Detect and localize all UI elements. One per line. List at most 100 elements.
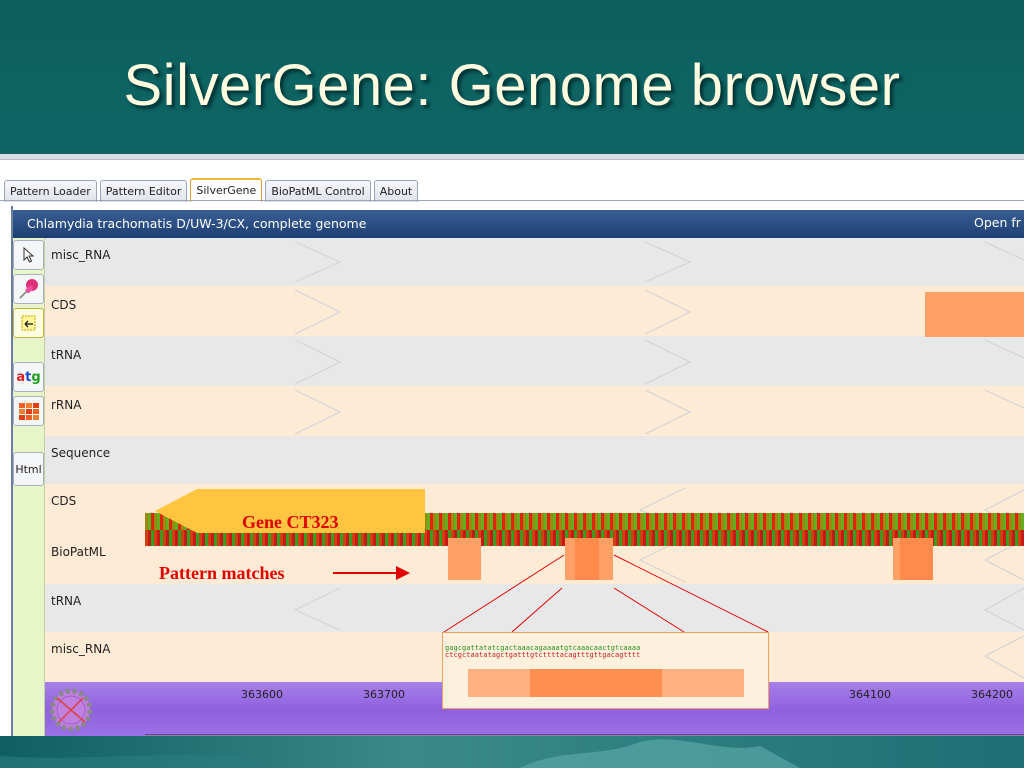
sequence-base-stripe (589, 513, 592, 530)
sequence-base-stripe (850, 513, 853, 530)
track-trna-bottom: tRNA (45, 584, 1024, 632)
sequence-grid-tool-button[interactable] (13, 396, 44, 426)
sequence-base-stripe (943, 530, 946, 546)
sequence-base-stripe (676, 513, 679, 530)
sequence-base-stripe (700, 513, 703, 530)
sequence-base-stripe (988, 513, 991, 530)
sequence-base-stripe (1015, 513, 1018, 530)
sequence-base-stripe (928, 513, 931, 530)
sequence-base-stripe (841, 513, 844, 530)
sequence-base-stripe (274, 530, 277, 546)
sequence-base-stripe (832, 530, 835, 546)
sequence-base-stripe (955, 530, 958, 546)
sequence-base-stripe (667, 530, 670, 546)
sequence-base-stripe (865, 530, 868, 546)
html-export-button[interactable]: Html (13, 452, 44, 486)
circular-genome-icon[interactable] (45, 684, 101, 736)
sequence-base-stripe (826, 513, 829, 530)
sequence-base-stripe (250, 530, 253, 546)
sequence-base-stripe (544, 530, 547, 546)
gene-ct323-arrow[interactable] (155, 489, 425, 533)
sequence-base-stripe (547, 513, 550, 530)
sequence-base-stripe (646, 530, 649, 546)
sequence-base-stripe (976, 513, 979, 530)
sequence-base-stripe (469, 513, 472, 530)
sequence-base-stripe (637, 513, 640, 530)
tab-silvergene[interactable]: SilverGene (190, 178, 263, 202)
sequence-base-stripe (256, 530, 259, 546)
sequence-base-stripe (481, 530, 484, 546)
sequence-base-stripe (415, 530, 418, 546)
sequence-base-stripe (499, 513, 502, 530)
sequence-base-stripe (724, 513, 727, 530)
sequence-base-stripe (1015, 530, 1018, 546)
sequence-base-stripe (271, 530, 274, 546)
tab-bar: Pattern Loader Pattern Editor SilverGene… (4, 178, 419, 202)
tab-about[interactable]: About (373, 180, 419, 202)
sequence-base-stripe (400, 530, 403, 546)
track-misc-rna-top: misc_RNA (45, 238, 1024, 286)
sequence-base-stripe (181, 530, 184, 546)
sequence-base-stripe (742, 530, 745, 546)
sequence-base-stripe (292, 530, 295, 546)
tab-pattern-editor[interactable]: Pattern Editor (99, 180, 188, 202)
sequence-base-stripe (571, 513, 574, 530)
pointer-tool-button[interactable] (13, 240, 44, 270)
track-label: rRNA (51, 398, 82, 412)
inset-sequence-reverse: ctcgctaatatagctgatttgtcttttacagtttgttgac… (445, 652, 641, 659)
sequence-base-stripe (838, 530, 841, 546)
sequence-base-stripe (724, 530, 727, 546)
sequence-base-stripe (802, 513, 805, 530)
tick-label: 363600 (241, 688, 283, 701)
sequence-base-stripe (1012, 530, 1015, 546)
pin-tool-button[interactable] (13, 274, 44, 304)
sequence-base-stripe (562, 530, 565, 546)
sequence-base-stripe (1018, 530, 1021, 546)
sequence-base-stripe (619, 530, 622, 546)
sequence-base-stripe (427, 513, 430, 530)
sequence-base-stripe (727, 513, 730, 530)
sequence-base-stripe (997, 530, 1000, 546)
sequence-base-stripe (754, 513, 757, 530)
tab-pattern-loader[interactable]: Pattern Loader (4, 180, 97, 202)
sequence-base-stripe (559, 513, 562, 530)
sequence-base-stripe (805, 530, 808, 546)
track-label: tRNA (51, 348, 82, 362)
sequence-base-stripe (592, 513, 595, 530)
open-file-link[interactable]: Open fr (974, 215, 1021, 230)
sequence-base-stripe (868, 513, 871, 530)
sequence-base-stripe (748, 513, 751, 530)
sequence-base-stripe (793, 513, 796, 530)
sequence-base-stripe (550, 530, 553, 546)
cds-feature-block[interactable] (925, 292, 1024, 337)
atg-tool-button[interactable]: atg (13, 362, 44, 392)
sequence-base-stripe (163, 530, 166, 546)
sequence-base-stripe (730, 530, 733, 546)
sequence-base-stripe (352, 530, 355, 546)
sequence-base-stripe (751, 513, 754, 530)
sequence-base-stripe (961, 530, 964, 546)
pattern-match-1[interactable] (448, 538, 481, 580)
tab-biopatml-control[interactable]: BioPatML Control (265, 180, 371, 202)
sequence-base-stripe (367, 530, 370, 546)
sequence-base-stripe (742, 513, 745, 530)
sequence-base-stripe (730, 513, 733, 530)
zoom-region-tool-button[interactable] (13, 308, 44, 338)
sequence-base-stripe (853, 530, 856, 546)
sequence-base-stripe (337, 530, 340, 546)
sequence-base-stripe (886, 513, 889, 530)
sequence-base-stripe (148, 530, 151, 546)
sequence-base-stripe (847, 513, 850, 530)
sequence-base-stripe (799, 513, 802, 530)
sequence-base-stripe (610, 513, 613, 530)
sequence-base-stripe (358, 530, 361, 546)
sequence-base-stripe (901, 513, 904, 530)
sequence-base-stripe (277, 530, 280, 546)
sequence-base-stripe (880, 530, 883, 546)
sequence-base-stripe (979, 513, 982, 530)
sequence-base-stripe (601, 513, 604, 530)
sequence-base-stripe (793, 530, 796, 546)
sequence-base-stripe (154, 530, 157, 546)
sequence-base-stripe (697, 530, 700, 546)
sequence-base-stripe (799, 530, 802, 546)
